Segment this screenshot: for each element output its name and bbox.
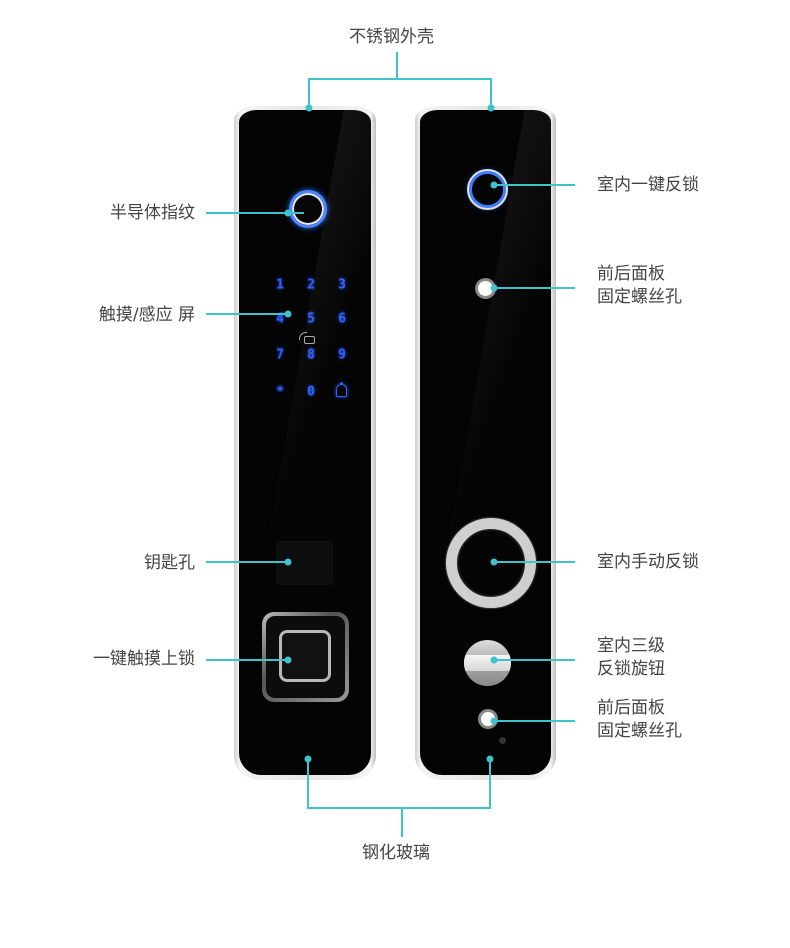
leader-screw-upper — [493, 287, 575, 289]
key-1[interactable]: 1 — [276, 277, 284, 293]
label-screw-hole-lower: 前后面板 固定螺丝孔 — [597, 697, 682, 743]
dot-screw-lower — [490, 717, 498, 725]
label-one-touch-lock: 一键触摸上锁 — [93, 649, 195, 669]
label-semiconductor-fingerprint: 半导体指纹 — [110, 203, 195, 223]
key-6[interactable]: 6 — [338, 311, 346, 327]
label-tempered-glass: 钢化玻璃 — [362, 843, 430, 863]
key-3[interactable]: 3 — [338, 277, 346, 293]
leader-bottom-bar — [307, 807, 491, 809]
nfc-card-icon — [299, 332, 315, 344]
one-key-deadlock-button[interactable] — [469, 171, 506, 208]
key-2[interactable]: 2 — [307, 277, 315, 293]
bell-icon[interactable] — [335, 382, 348, 398]
leader-top-bar — [308, 78, 491, 80]
dot-one-touch-lock — [284, 656, 292, 664]
key-8[interactable]: 8 — [307, 347, 315, 363]
leader-bottom-right — [489, 759, 491, 808]
leader-bottom-stem — [401, 807, 403, 837]
key-7[interactable]: 7 — [276, 347, 284, 363]
dot-bottom-left — [304, 755, 312, 763]
leader-top-left — [308, 78, 310, 108]
dot-one-key-deadlock — [490, 181, 498, 189]
dot-top-right — [487, 104, 495, 112]
label-touch-screen: 触摸/感应 屏 — [98, 305, 195, 325]
sensor-dot — [499, 737, 506, 744]
leader-keyhole — [206, 561, 288, 563]
label-line: 反锁旋钮 — [597, 659, 665, 679]
dot-fingerprint — [284, 209, 292, 217]
fingerprint-sensor[interactable] — [289, 190, 327, 228]
dot-top-left — [305, 104, 313, 112]
one-touch-lock-button[interactable] — [262, 612, 349, 702]
label-line: 前后面板 — [597, 698, 665, 718]
dot-keyhole — [284, 558, 292, 566]
screw-hole-upper — [478, 281, 493, 296]
interior-panel — [415, 106, 556, 780]
dot-touch-screen — [284, 310, 292, 318]
label-line: 固定螺丝孔 — [597, 721, 682, 741]
leader-touch-screen — [206, 313, 288, 315]
dot-three-level-knob — [490, 656, 498, 664]
exterior-panel: 1 2 3 4 5 6 7 8 9 * 0 — [234, 106, 376, 780]
label-three-level-knob: 室内三级 反锁旋钮 — [597, 635, 665, 681]
label-line: 室内手动反锁 — [597, 552, 699, 572]
label-line: 室内三级 — [597, 636, 665, 656]
label-stainless-shell: 不锈钢外壳 — [349, 27, 434, 47]
leader-one-touch-lock — [206, 659, 288, 661]
leader-screw-lower — [493, 720, 575, 722]
key-star[interactable]: * — [276, 384, 284, 400]
label-manual-deadlock: 室内手动反锁 — [597, 551, 699, 574]
leader-one-key-deadlock — [493, 184, 575, 186]
key-0[interactable]: 0 — [307, 384, 315, 400]
dot-bottom-right — [486, 755, 494, 763]
exterior-glass: 1 2 3 4 5 6 7 8 9 * 0 — [239, 110, 371, 775]
leader-fingerprint — [206, 212, 304, 214]
label-line: 前后面板 — [597, 264, 665, 284]
label-line: 固定螺丝孔 — [597, 287, 682, 307]
dot-manual-deadlock — [490, 558, 498, 566]
key-5[interactable]: 5 — [307, 311, 315, 327]
leader-manual-deadlock — [493, 561, 575, 563]
leader-bottom-left — [307, 759, 309, 808]
label-one-key-deadlock: 室内一键反锁 — [597, 174, 699, 197]
leader-top-stem — [396, 52, 398, 79]
leader-top-right — [490, 78, 492, 108]
label-keyhole: 钥匙孔 — [144, 553, 195, 573]
label-screw-hole-upper: 前后面板 固定螺丝孔 — [597, 263, 682, 309]
label-line: 室内一键反锁 — [597, 175, 699, 195]
dot-screw-upper — [490, 284, 498, 292]
key-9[interactable]: 9 — [338, 347, 346, 363]
key-4[interactable]: 4 — [276, 311, 284, 327]
interior-glass — [420, 110, 551, 775]
leader-three-level-knob — [493, 659, 575, 661]
